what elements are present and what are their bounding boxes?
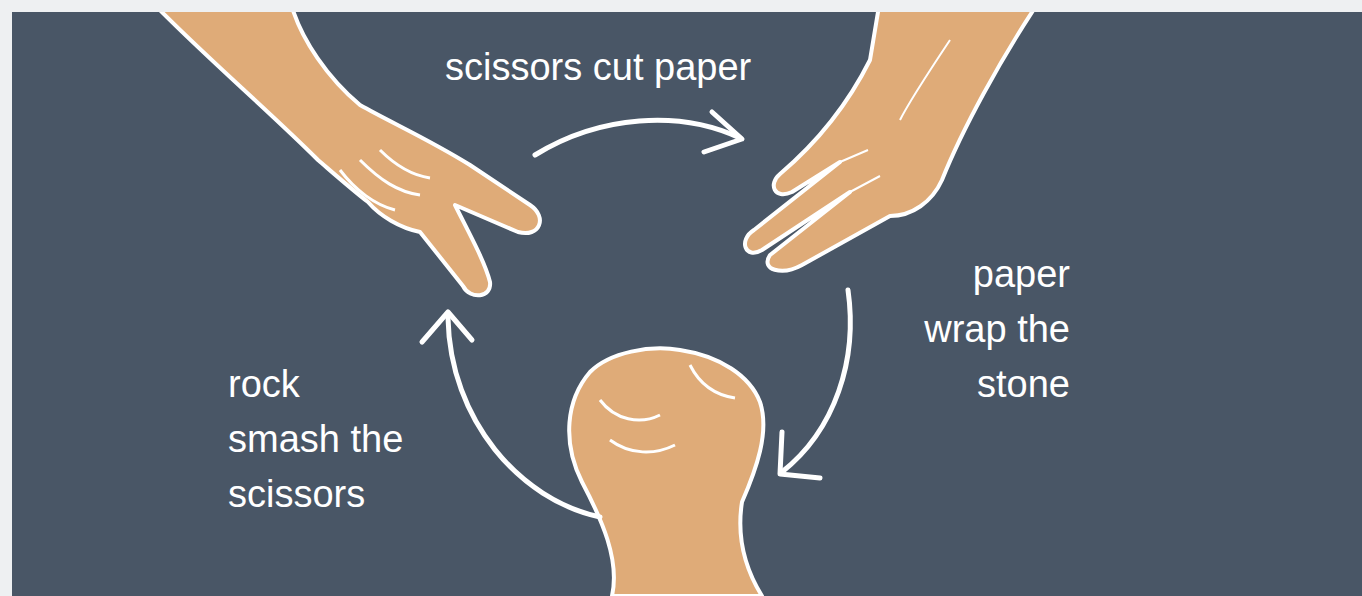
paper-hand	[745, 12, 1040, 271]
arrow-head	[422, 312, 472, 342]
cycle-arrow	[448, 318, 600, 517]
arrow-head	[780, 432, 820, 478]
arrow-head	[704, 112, 742, 152]
cycle-arrow	[782, 290, 850, 472]
diagram-panel: scissors cut paper paper wrap the stone ro…	[12, 12, 1362, 596]
illustration	[12, 12, 1362, 596]
folded-fingers	[340, 150, 430, 210]
finger-lines	[840, 40, 950, 192]
arrow-caption: scissors cut paper	[445, 40, 865, 95]
arrow-caption: rock smash the scissors	[228, 357, 413, 522]
rock-fist	[569, 348, 763, 596]
knuckle-lines	[600, 365, 735, 452]
arrow-caption: paper wrap the stone	[910, 247, 1070, 412]
